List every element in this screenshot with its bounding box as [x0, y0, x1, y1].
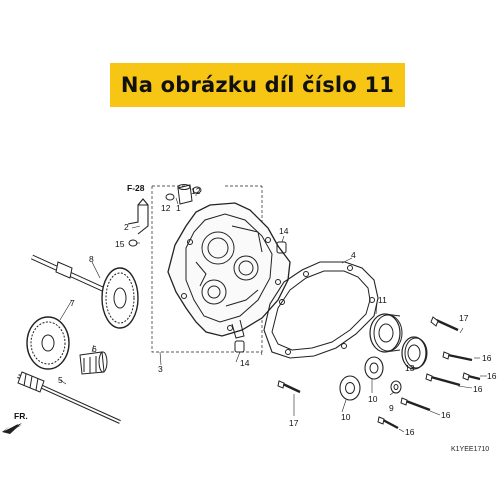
- callout-13: 13: [405, 363, 415, 373]
- callout-17-bottom: 17: [289, 418, 299, 428]
- callout-1: 1: [176, 203, 181, 213]
- callout-9: 9: [389, 403, 394, 413]
- shaft-5: [17, 371, 121, 424]
- washer-9: [390, 380, 402, 394]
- callout-5: 5: [58, 375, 63, 385]
- bearing-10-upper: [364, 356, 384, 380]
- banner-text: Na obrázku díl číslo 11: [120, 73, 395, 97]
- dowel-pin-14-bottom: [234, 340, 245, 353]
- gasket: [263, 261, 379, 359]
- bearing-11: [369, 313, 403, 353]
- callout-3: 3: [158, 364, 163, 374]
- diagram-code: K1YEE1710: [451, 446, 489, 453]
- callout-12-right: 12: [191, 186, 201, 196]
- group-outline: [151, 186, 263, 353]
- front-label: FR.: [14, 411, 28, 421]
- callout-12-left: 12: [161, 203, 171, 213]
- callout-14-top: 14: [279, 226, 289, 236]
- gear-7: [26, 316, 70, 370]
- pinion-6: [79, 351, 108, 375]
- bolt-16-b: [425, 373, 461, 387]
- callout-11: 11: [378, 295, 387, 305]
- clip-15: [128, 239, 138, 247]
- breather-tube: [127, 198, 149, 235]
- callout-10-lower: 10: [341, 412, 351, 422]
- oil-seal-13: [401, 336, 428, 370]
- bolt-16-a: [442, 351, 473, 362]
- callout-2: 2: [124, 222, 129, 232]
- callout-6: 6: [92, 344, 97, 354]
- shaft-8: [30, 254, 139, 329]
- callout-10-upper: 10: [368, 394, 378, 404]
- callout-16-e: 16: [405, 427, 415, 437]
- callout-15: 15: [115, 239, 125, 249]
- bolt-16-c: [462, 372, 481, 381]
- callout-16-d: 16: [441, 410, 451, 420]
- bolt-16-e: [377, 416, 399, 430]
- ref-label: F-28: [127, 183, 145, 193]
- callout-14-bottom: 14: [240, 358, 250, 368]
- bolt-16-d: [400, 397, 431, 412]
- seal-12-left: [165, 193, 175, 201]
- crankcase-cover: [167, 202, 291, 339]
- seal-12-right: [192, 186, 202, 194]
- bolt-17-bottom: [277, 380, 301, 394]
- callout-4: 4: [351, 250, 356, 260]
- callout-16-b: 16: [473, 384, 483, 394]
- callout-16-c: 16: [487, 371, 497, 381]
- bearing-10-lower: [339, 375, 361, 401]
- bolt-17-top: [430, 316, 459, 332]
- part-number-banner: Na obrázku díl číslo 11: [110, 63, 405, 107]
- callout-8: 8: [89, 254, 94, 264]
- dowel-pin-14-top: [276, 241, 287, 254]
- callout-17-top: 17: [459, 313, 469, 323]
- callout-7: 7: [70, 298, 75, 308]
- callout-16-a: 16: [482, 353, 492, 363]
